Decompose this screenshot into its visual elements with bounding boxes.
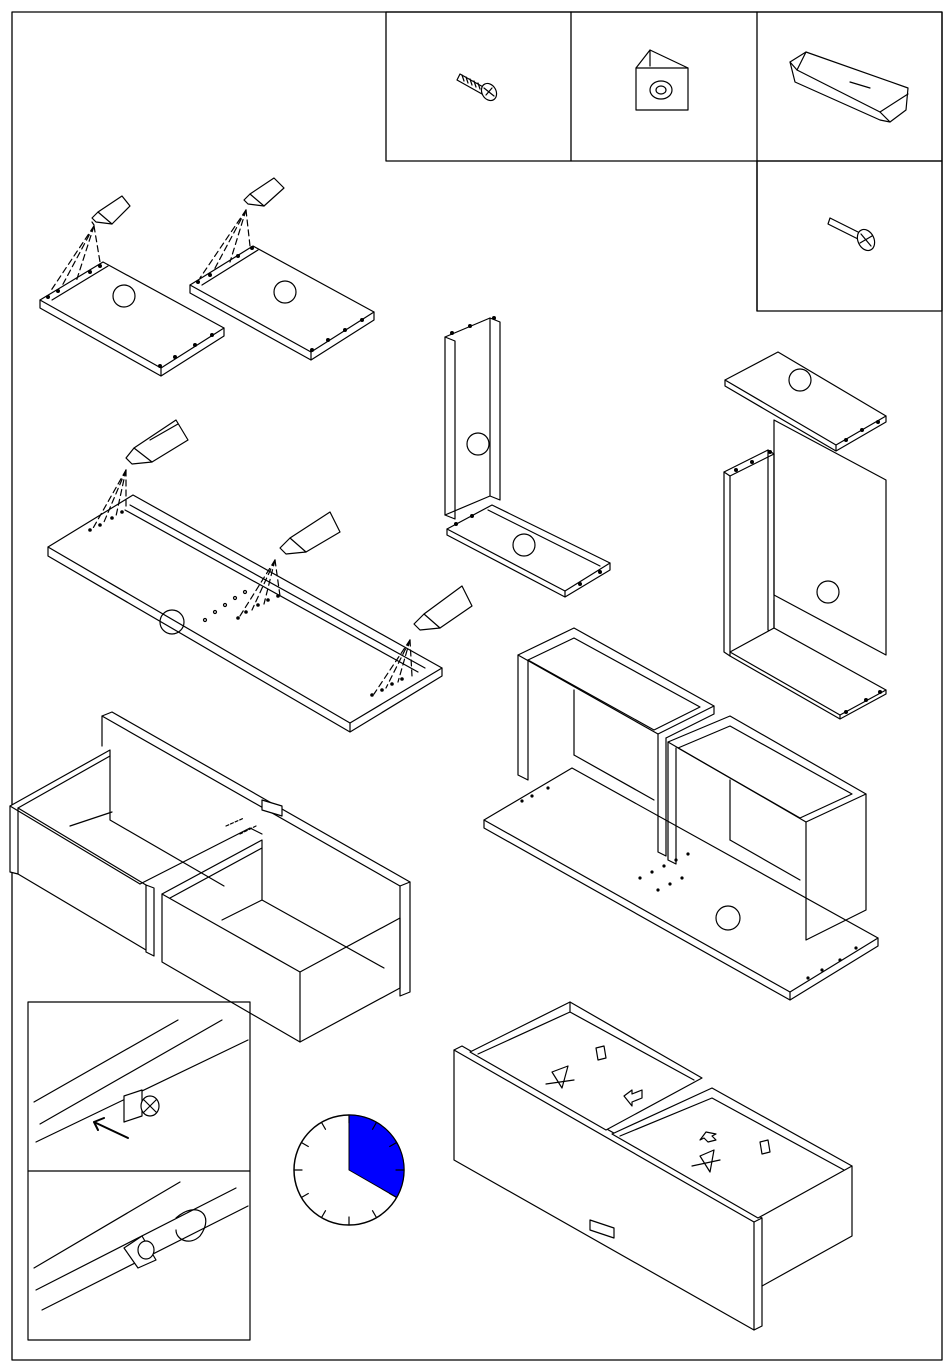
arrow-icon [94, 1118, 128, 1138]
clock-icon [294, 1115, 404, 1225]
step-top-and-back [724, 352, 886, 719]
cam-bolt-icon [828, 218, 878, 253]
glue-tube-icon [92, 196, 130, 225]
glue-tube-icon [414, 586, 472, 630]
parts-legend [386, 12, 942, 311]
handle-icon [790, 52, 908, 122]
screw-icon [457, 74, 500, 103]
step-side-to-shelf [445, 316, 610, 597]
glue-tube-icon [280, 512, 340, 554]
corner-bracket-icon [636, 50, 688, 110]
step-glue-drawer-panels [40, 178, 374, 376]
step-glue-bottom-panel [48, 420, 472, 732]
detail-runner-bracket [28, 1002, 250, 1340]
rotate-arrow-icon [176, 1210, 206, 1241]
glue-tube-icon [244, 178, 284, 206]
step-fit-drawers [10, 712, 410, 1042]
glue-tube-icon [126, 420, 188, 464]
step-drawer-underside [454, 1002, 852, 1330]
